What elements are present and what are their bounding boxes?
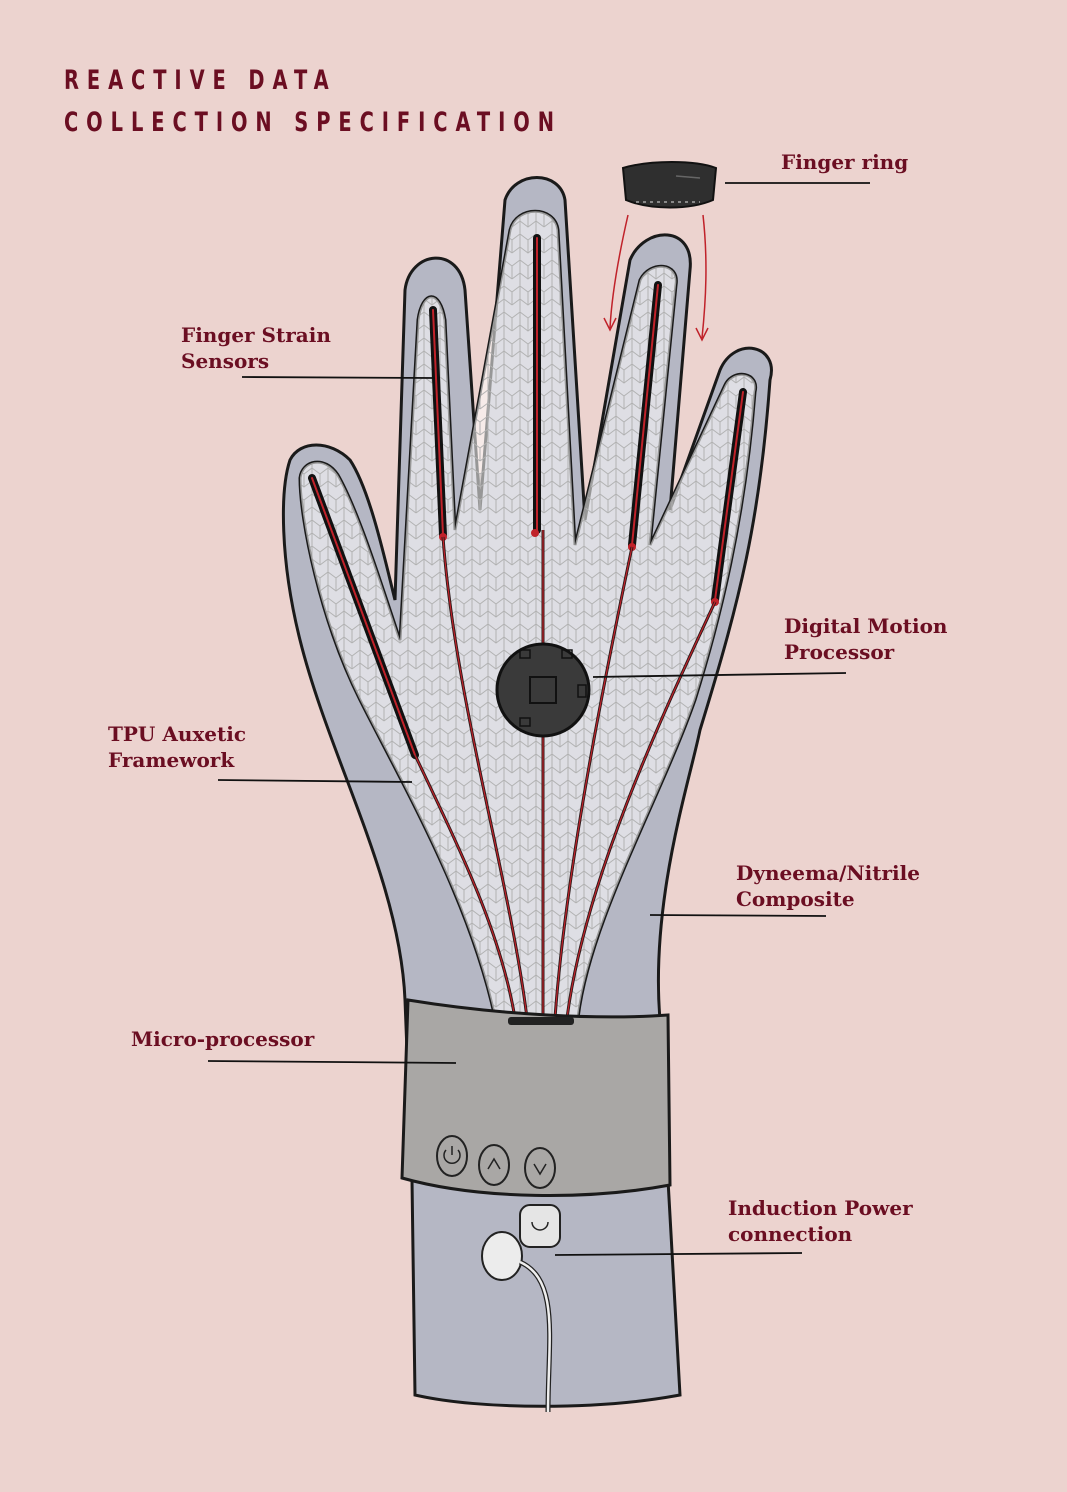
ring-arrows <box>603 214 709 342</box>
title-line-1: REACTIVE DATA <box>64 65 337 96</box>
wire-connector <box>508 1017 574 1025</box>
leader-lines <box>207 182 870 1256</box>
label-micro-processor: Micro-processor <box>131 1027 315 1051</box>
finger-strain-sensors <box>308 234 747 759</box>
label-finger-strain-sensors: Finger Strain Sensors <box>181 323 331 373</box>
label-digital-motion-processor: Digital Motion Processor <box>784 614 948 664</box>
induction-port <box>481 1204 561 1413</box>
power-icon[interactable] <box>436 1135 468 1177</box>
label-induction-power-connection: Induction Power connection <box>728 1196 913 1246</box>
motion-processor <box>495 642 591 738</box>
diagram-title: REACTIVE DATA COLLECTION SPECIFICATION <box>64 60 562 144</box>
chevron-up-icon[interactable] <box>478 1144 510 1186</box>
label-finger-ring: Finger ring <box>781 150 909 174</box>
label-dyneema-nitrile-composite: Dyneema/Nitrile Composite <box>736 861 920 911</box>
finger-ring <box>621 161 718 209</box>
sensor-wires <box>413 530 717 1019</box>
wristband <box>400 998 672 1197</box>
chevron-down-icon[interactable] <box>524 1147 556 1189</box>
title-line-2: COLLECTION SPECIFICATION <box>64 107 562 138</box>
label-tpu-auxetic-framework: TPU Auxetic Framework <box>108 722 247 772</box>
